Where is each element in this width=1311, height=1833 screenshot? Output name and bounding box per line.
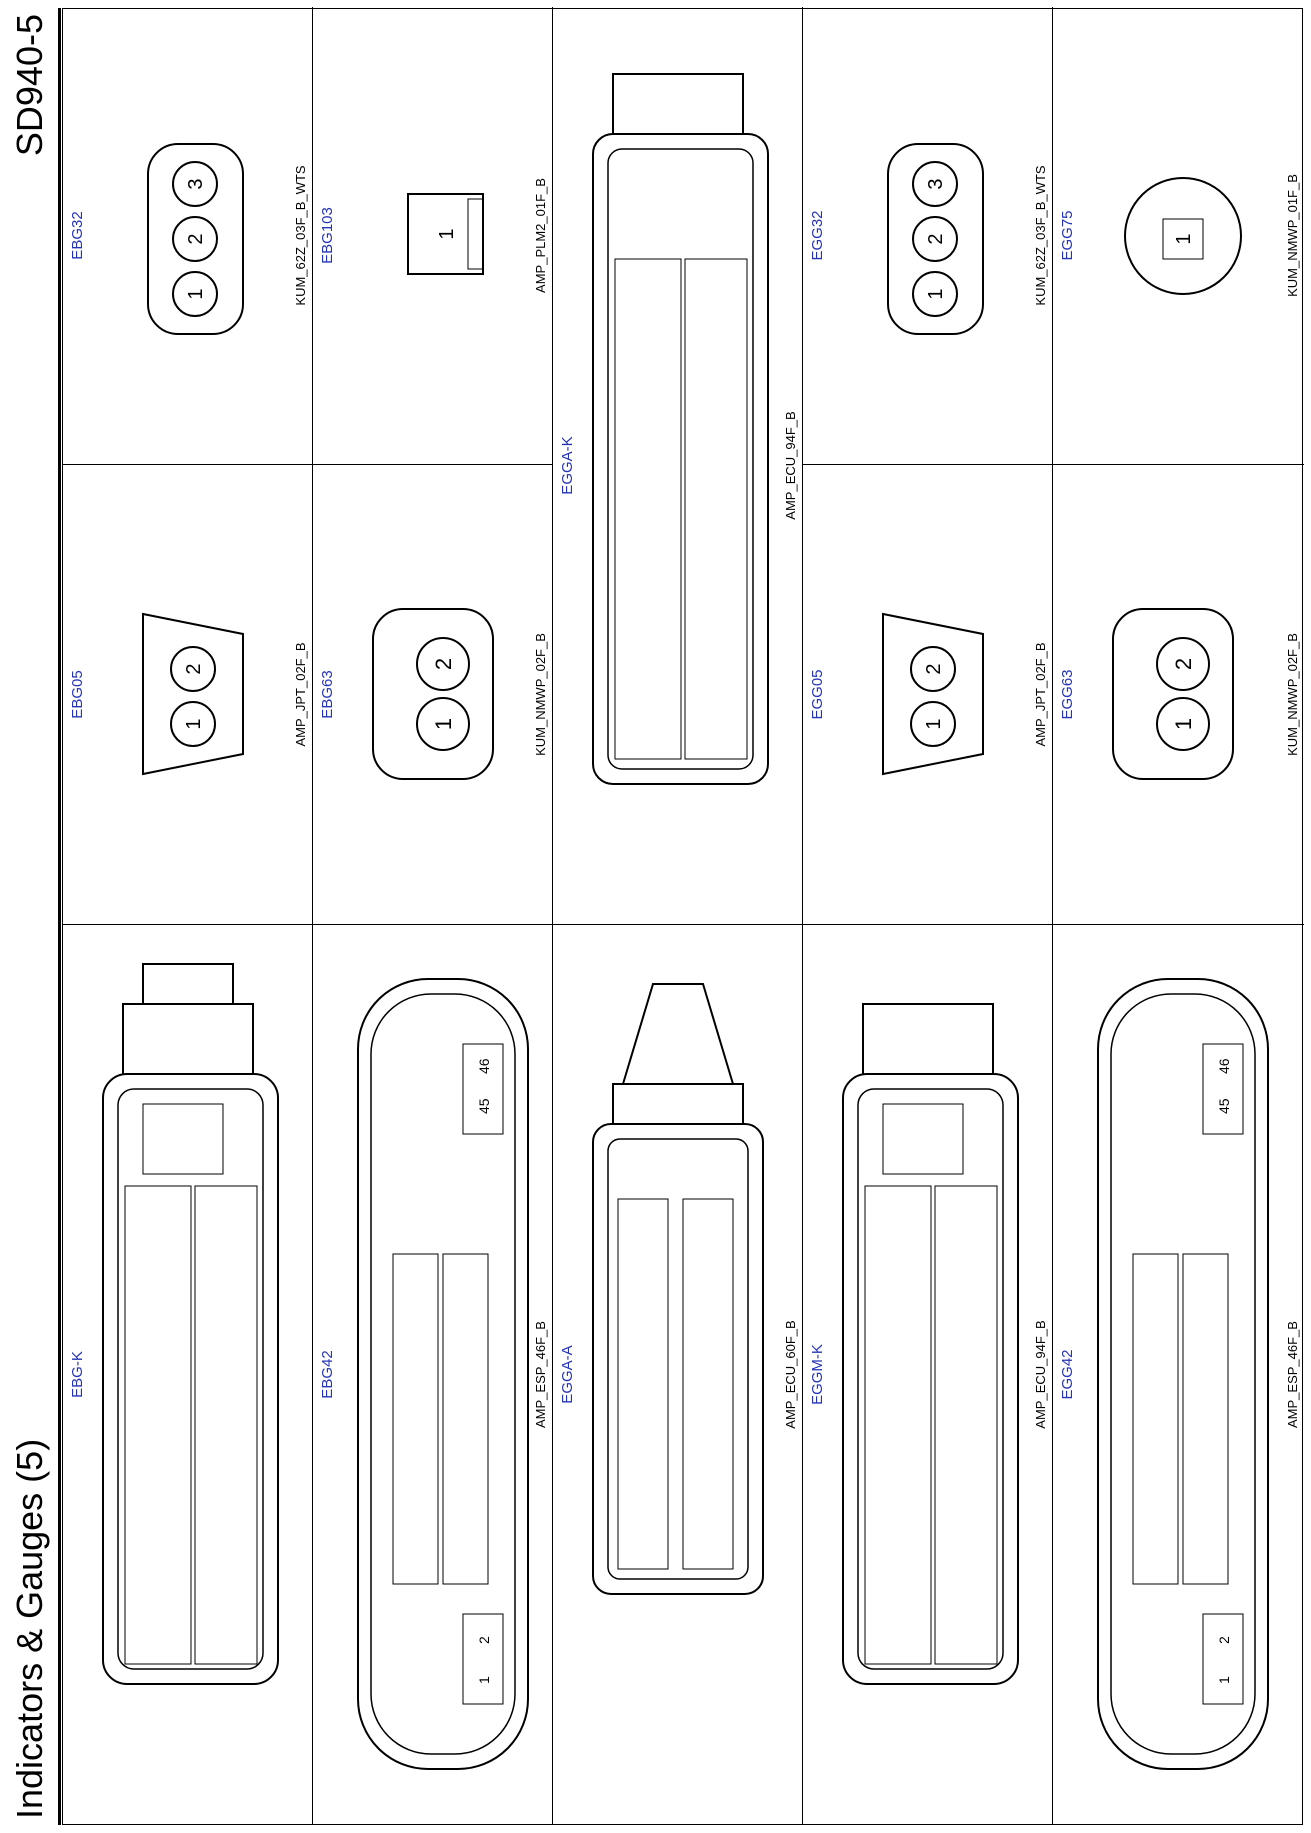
- connector-part: KUM_NMWP_02F_B: [533, 633, 548, 756]
- pin-label: 1: [925, 288, 947, 299]
- nmwp-02-connector-drawing: 1 2: [1112, 608, 1234, 780]
- pin-label: 1: [1216, 1676, 1232, 1684]
- pin-label: 2: [1171, 658, 1196, 670]
- cell-ebg103: EBG103 1 AMP_PLM2_01F_B: [313, 7, 553, 464]
- esp-46-connector-drawing: 1 2 45 46: [1097, 978, 1269, 1770]
- plm2-01-connector-drawing: 1: [407, 193, 484, 275]
- pin-label: 2: [183, 663, 205, 674]
- ecu-60-connector-drawing: [592, 983, 764, 1595]
- pin-label: 1: [431, 718, 456, 730]
- pin-label: 1: [185, 288, 207, 299]
- cell-egga-k: EGGA-K AMP_ECU_94F_B: [553, 7, 803, 924]
- ecu-94-connector-drawing: [842, 1003, 1019, 1685]
- cell-egg75: EGG75 1 KUM_NMWP_01F_B: [1053, 7, 1304, 464]
- connector-part: AMP_ESP_46F_B: [533, 1321, 548, 1428]
- pin-label: 2: [1216, 1636, 1232, 1644]
- pin-label: 3: [185, 178, 207, 189]
- cell-egga-a: EGGA-A AMP_ECU_60F_B: [553, 924, 803, 1824]
- 62z-03-connector-drawing: 1 2 3: [147, 143, 244, 335]
- cell-ebg63: EBG63 1 2 KUM_NMWP_02F_B: [313, 464, 553, 924]
- pin-label: 46: [1216, 1058, 1232, 1074]
- pin-label: 45: [1216, 1098, 1232, 1114]
- connector-part: KUM_62Z_03F_B_WTS: [1033, 165, 1048, 306]
- nmwp-01-connector-drawing: 1: [1124, 177, 1242, 295]
- connector-part: KUM_NMWP_01F_B: [1285, 174, 1300, 297]
- connector-part: AMP_PLM2_01F_B: [533, 178, 548, 293]
- pin-label: 2: [925, 233, 947, 244]
- cell-ebg32: EBG32 1 2 3 KUM_62Z_03F_B_WTS: [63, 7, 313, 464]
- pin-label: 1: [183, 718, 205, 729]
- connector-grid: EBG-K EBG05 1 2 AMP_JPT_02F_B: [62, 7, 1304, 1825]
- pin-label: 3: [925, 178, 947, 189]
- esp-46-connector-drawing: 1 2 45 46: [357, 978, 529, 1770]
- pin-label: 1: [1171, 718, 1196, 730]
- jpt-02-connector-drawing: 1 2: [142, 612, 244, 776]
- pin-label: 2: [185, 233, 207, 244]
- cell-ebg05: EBG05 1 2 AMP_JPT_02F_B: [63, 464, 313, 924]
- connector-part: AMP_ESP_46F_B: [1285, 1321, 1300, 1428]
- connector-part: AMP_JPT_02F_B: [1033, 642, 1048, 747]
- header-divider: [58, 8, 61, 1825]
- cell-egg32: EGG32 1 2 3 KUM_62Z_03F_B_WTS: [803, 7, 1053, 464]
- page-title: Indicators & Gauges (5): [9, 1438, 50, 1819]
- cell-egg05: EGG05 1 2 AMP_JPT_02F_B: [803, 464, 1053, 924]
- pin-label: 2: [476, 1636, 492, 1644]
- pin-label: 1: [1173, 233, 1195, 244]
- pin-label: 2: [923, 663, 945, 674]
- jpt-02-connector-drawing: 1 2: [882, 612, 984, 776]
- ecu-94-connector-drawing: [592, 73, 769, 785]
- cell-eggm-k: EGGM-K AMP_ECU_94F_B: [803, 924, 1053, 1824]
- page-code: SD940-5: [9, 14, 50, 157]
- pin-label: 1: [436, 228, 458, 239]
- connector-part: AMP_ECU_94F_B: [783, 411, 798, 520]
- cell-egg63: EGG63 1 2 KUM_NMWP_02F_B: [1053, 464, 1304, 924]
- 62z-03-connector-drawing: 1 2 3: [887, 143, 984, 335]
- connector-part: AMP_ECU_94F_B: [1033, 1320, 1048, 1429]
- cell-ebg-k: EBG-K: [63, 924, 313, 1824]
- cell-ebg42: EBG42 1 2 45 46 AMP_ESP_46F_B: [313, 924, 553, 1824]
- connector-part: KUM_62Z_03F_B_WTS: [293, 165, 308, 306]
- cell-egg42: EGG42 1 2 45 46 AMP_ESP_46F_B: [1053, 924, 1304, 1824]
- ecu-94-connector-drawing: [102, 963, 279, 1685]
- connector-part: AMP_ECU_60F_B: [783, 1320, 798, 1429]
- nmwp-02-connector-drawing: 1 2: [372, 608, 494, 780]
- pin-label: 1: [923, 718, 945, 729]
- pin-label: 2: [431, 658, 456, 670]
- pin-label: 1: [476, 1676, 492, 1684]
- pin-label: 46: [476, 1058, 492, 1074]
- pin-label: 45: [476, 1098, 492, 1114]
- connector-part: AMP_JPT_02F_B: [293, 642, 308, 747]
- connector-part: KUM_NMWP_02F_B: [1285, 633, 1300, 756]
